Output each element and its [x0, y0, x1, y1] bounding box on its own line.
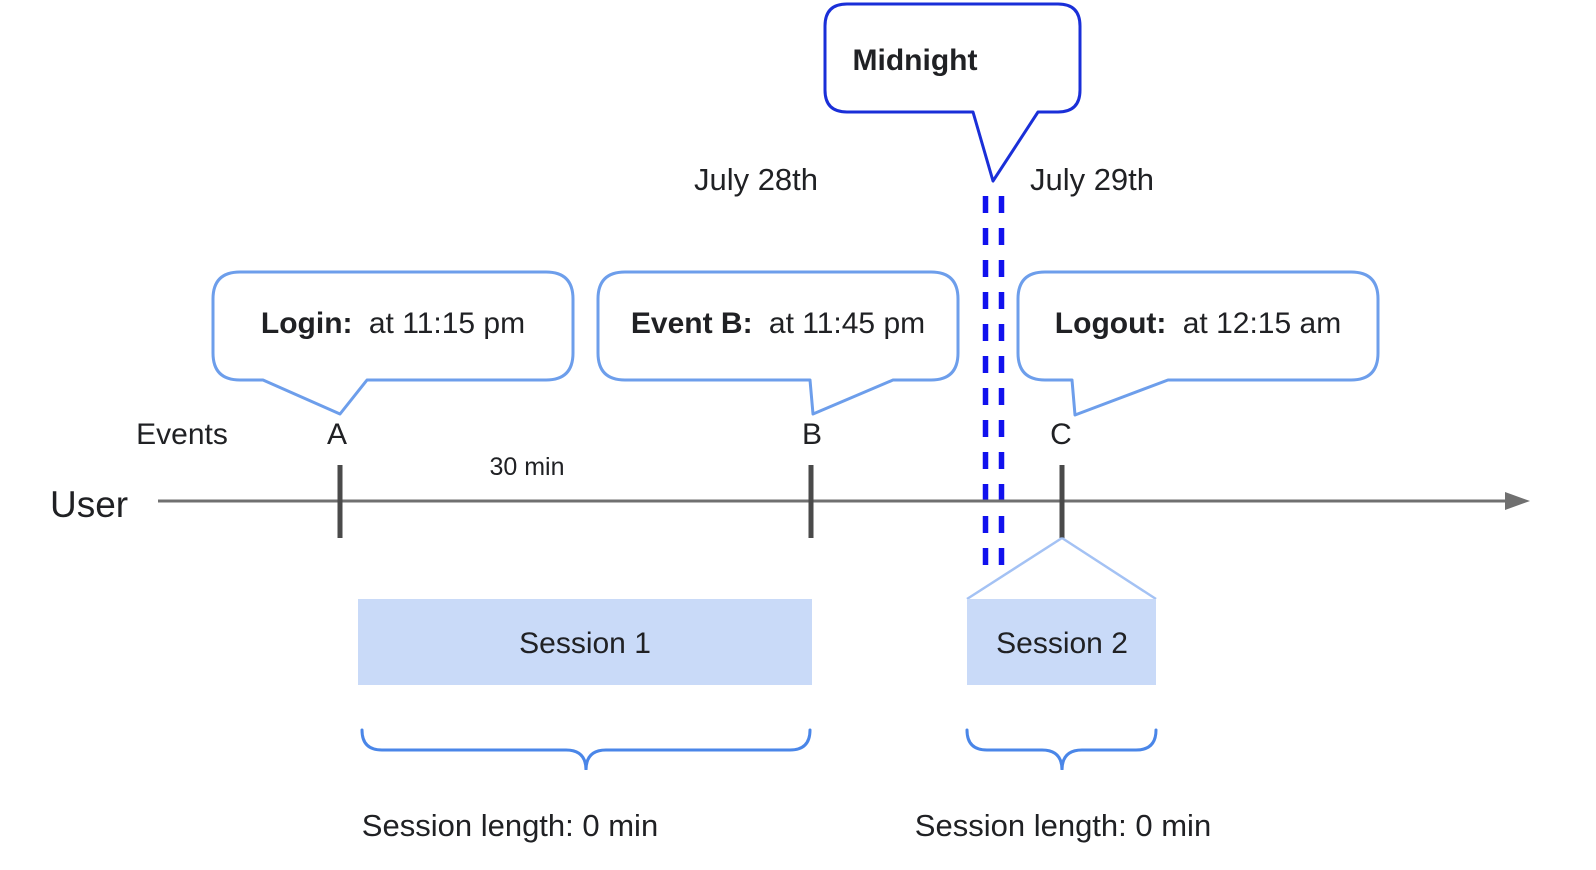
- login-label: Login:: [261, 307, 353, 340]
- session-2-label: Session 2: [996, 627, 1128, 660]
- event-b-callout: Event B: at 11:45 pm: [596, 270, 960, 416]
- funnel-right-line: [1061, 536, 1157, 601]
- date-july-28: July 28th: [694, 162, 818, 197]
- logout-callout: Logout: at 12:15 am: [1016, 270, 1380, 417]
- login-time: at 11:15 pm: [369, 307, 525, 340]
- logout-label: Logout:: [1055, 307, 1167, 340]
- event-a-letter: A: [327, 418, 347, 451]
- login-callout-bubble: [211, 270, 575, 416]
- session-1: Session 1: [358, 599, 812, 685]
- funnel-left-line: [966, 536, 1063, 601]
- event-b-label: Event B:: [631, 307, 753, 340]
- interval-30min-label: 30 min: [489, 453, 564, 481]
- event-c-letter: C: [1050, 418, 1072, 451]
- login-callout-text: Login: at 11:15 pm: [261, 307, 525, 340]
- event-b-callout-bubble: [596, 270, 960, 416]
- session-1-length-label: Session length: 0 min: [362, 808, 658, 843]
- user-timeline: User: [50, 465, 1530, 538]
- event-b-callout-text: Event B: at 11:45 pm: [631, 307, 925, 340]
- user-axis-label: User: [50, 484, 128, 525]
- logout-callout-bubble: [1016, 270, 1380, 417]
- midnight-label: Midnight: [853, 44, 978, 77]
- login-callout: Login: at 11:15 pm: [211, 270, 575, 416]
- session-2-funnel: [966, 536, 1157, 601]
- midnight-callout-bubble: [823, 2, 1082, 183]
- session-1-box: [358, 599, 812, 685]
- midnight-callout: Midnight: [823, 2, 1082, 183]
- event-b-letter: B: [802, 418, 822, 451]
- session-1-label: Session 1: [519, 627, 651, 660]
- midnight-divider-lines: [982, 196, 1005, 580]
- event-b-time: at 11:45 pm: [769, 307, 925, 340]
- session-1-brace: [360, 728, 812, 771]
- date-july-29: July 29th: [1030, 162, 1154, 197]
- logout-time: at 12:15 am: [1183, 307, 1341, 340]
- logout-callout-text: Logout: at 12:15 am: [1055, 307, 1341, 340]
- events-row-label: Events: [136, 418, 228, 451]
- session-2-box: [967, 599, 1156, 685]
- session-2-brace: [965, 728, 1158, 771]
- session-2: Session 2: [967, 599, 1156, 685]
- timeline-arrowhead: [1505, 492, 1530, 510]
- session-2-length-label: Session length: 0 min: [915, 808, 1211, 843]
